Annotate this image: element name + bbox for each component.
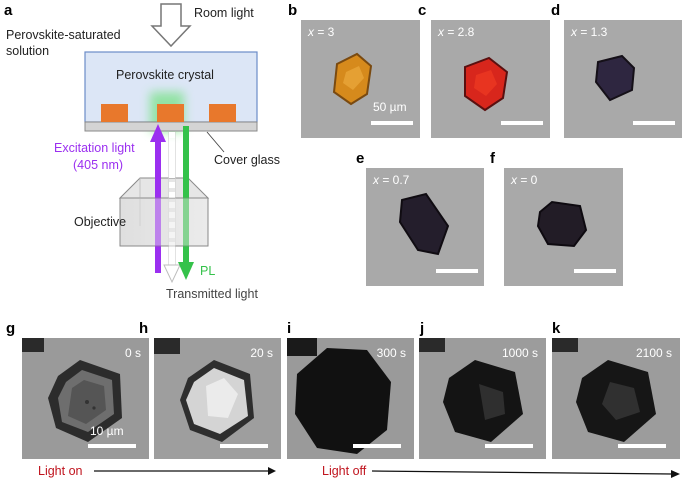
panel-a-label: a (4, 2, 13, 19)
photo-c-caption: x = 2.8 (438, 25, 475, 39)
photo-d-caption: x = 1.3 (571, 25, 608, 39)
crystal-f (536, 200, 588, 248)
excitation-text-line2: (405 nm) (73, 158, 124, 172)
crystal-k (552, 338, 656, 442)
transmitted-text: Transmitted light (166, 287, 258, 301)
photo-i: 300 s (287, 338, 414, 459)
photo-e-caption: x = 0.7 (373, 173, 410, 187)
light-on-text: Light on (38, 464, 83, 478)
photo-c: x = 2.8 (431, 20, 550, 138)
pl-text: PL (200, 264, 216, 278)
room-light-arrow (150, 3, 192, 48)
crystal-text: Perovskite crystal (116, 68, 214, 82)
cover-glass (84, 121, 258, 132)
scalebar-d (633, 121, 675, 125)
photo-e: x = 0.7 (366, 168, 484, 286)
scalebar-g (88, 444, 136, 448)
panel-g-label: g (6, 320, 16, 337)
cover-glass-leader (206, 131, 225, 153)
crystal-center (157, 104, 184, 122)
scalebar-e (436, 269, 478, 273)
scalebar-k (618, 444, 666, 448)
scalebar-i (353, 444, 401, 448)
crystal-g (22, 338, 122, 442)
time-g: 0 s (124, 346, 141, 360)
photo-f-caption: x = 0 (511, 173, 538, 187)
cover-glass-text: Cover glass (214, 153, 280, 167)
photo-d: x = 1.3 (564, 20, 682, 138)
scalebar-c (501, 121, 543, 125)
scalebar-f (574, 269, 616, 273)
photo-g: 0 s 10 µm (22, 338, 149, 459)
panel-b-label: b (288, 2, 298, 19)
crystal-h (154, 338, 254, 442)
panel-f-label: f (490, 150, 495, 167)
transmitted-arrowhead (163, 264, 181, 284)
excitation-arrowhead (150, 124, 166, 142)
photo-b: x = 3 50 µm (301, 20, 420, 138)
crystal-j (419, 338, 523, 442)
crystal-right (209, 104, 236, 122)
panel-d-label: d (551, 2, 561, 19)
crystal-d (594, 54, 636, 102)
pl-arrowhead (178, 262, 194, 280)
time-i: 300 s (376, 346, 406, 360)
scalebar-h (220, 444, 268, 448)
panel-k-label: k (552, 320, 561, 337)
scale-g-text: 10 µm (90, 424, 124, 438)
photo-f: x = 0 (504, 168, 623, 286)
photo-h: 20 s (154, 338, 281, 459)
panel-i-label: i (287, 320, 292, 337)
room-light-text: Room light (194, 6, 254, 20)
solution-text-line1: Perovskite-saturated (6, 28, 121, 42)
scalebar-j (485, 444, 533, 448)
scale-b-text: 50 µm (373, 100, 407, 114)
crystal-c (464, 56, 509, 112)
panel-e-label: e (356, 150, 365, 167)
light-off-text: Light off (322, 464, 367, 478)
crystal-e (398, 192, 450, 256)
panel-h-label: h (139, 320, 149, 337)
excitation-text-line1: Excitation light (54, 141, 135, 155)
photo-k: 2100 s (552, 338, 680, 459)
panel-c-label: c (418, 2, 427, 19)
scalebar-b (371, 121, 413, 125)
time-j: 1000 s (501, 346, 538, 360)
panel-j-label: j (420, 320, 425, 337)
solution-text-line2: solution (6, 44, 50, 58)
time-h: 20 s (250, 346, 273, 360)
crystal-i (287, 338, 391, 454)
photo-j: 1000 s (419, 338, 546, 459)
photo-b-caption: x = 3 (308, 25, 335, 39)
crystal-left (101, 104, 128, 122)
crystal-b (332, 52, 373, 106)
objective-text: Objective (74, 215, 127, 229)
time-k: 2100 s (635, 346, 672, 360)
